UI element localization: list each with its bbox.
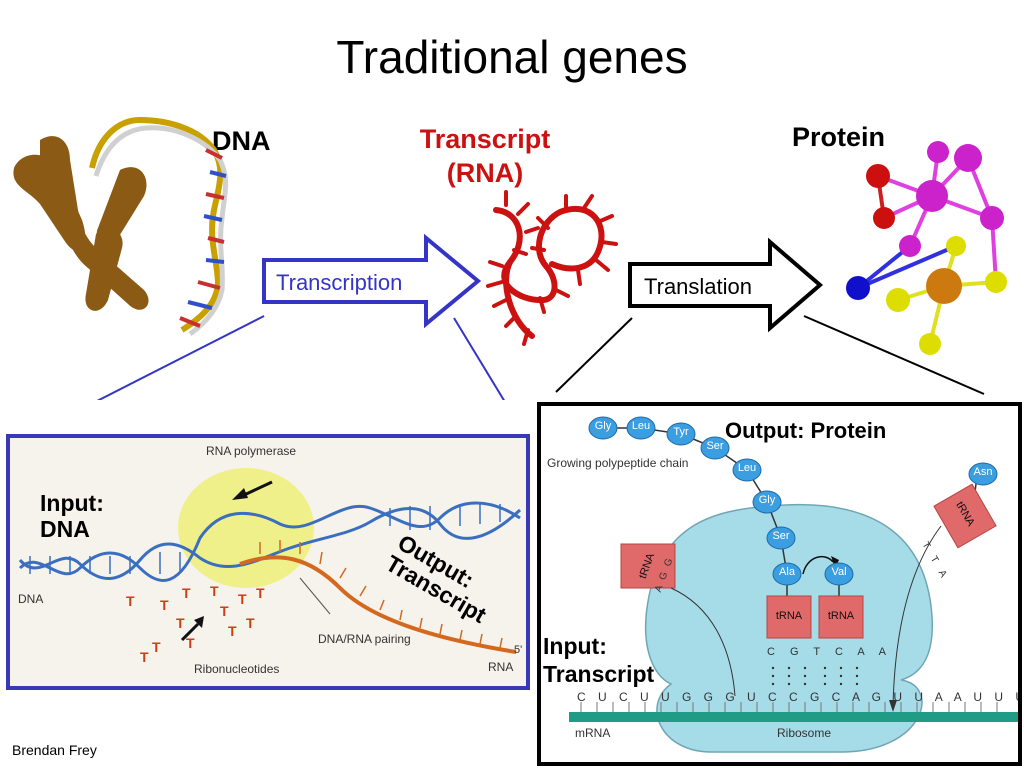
protein-molecule-icon: [846, 141, 1007, 355]
rna-small-label: RNA: [488, 660, 514, 674]
svg-text:T: T: [186, 635, 195, 651]
amino-acid-label: Leu: [631, 420, 651, 432]
translation-arrow: [628, 237, 824, 333]
author-footer: Brendan Frey: [12, 742, 97, 758]
page-title: Traditional genes: [336, 31, 688, 83]
trna-enter-arrow: [892, 525, 942, 707]
mrna-bar: [569, 712, 1018, 722]
svg-text:T: T: [246, 615, 255, 631]
svg-text:T: T: [210, 583, 219, 599]
svg-text:T: T: [228, 623, 237, 639]
mrna-ticks: [580, 702, 998, 712]
amino-acid-ser-1: [700, 436, 730, 460]
ribonucleotides-arrow: [180, 616, 204, 642]
svg-text:T: T: [140, 649, 149, 665]
transcript-label-line1: Transcript: [419, 124, 551, 154]
input-transcript-label: Input: Transcript: [543, 632, 654, 688]
rna-strand: [239, 555, 517, 654]
amino-acid-label: Ser: [706, 440, 724, 452]
rna-icon: [486, 190, 618, 346]
translation-label: Translation: [644, 274, 753, 299]
growing-chain-label: Growing polypeptide chain: [547, 456, 689, 470]
transcript-label: Transcript (RNA): [390, 122, 580, 190]
amino-acid-label: Gly: [594, 420, 612, 432]
ribonucleotides-label: Ribonucleotides: [194, 662, 280, 676]
output-protein-label: Output: Protein: [725, 418, 887, 443]
dna-label: DNA: [212, 126, 271, 156]
mrna-label: mRNA: [575, 726, 611, 740]
process-arrows: [96, 233, 985, 400]
dna-small-label: DNA: [18, 592, 44, 606]
top-illustrations: [13, 116, 1007, 355]
amino-acid-label: Leu: [737, 462, 757, 474]
dna-base-pairs: [29, 502, 501, 574]
svg-text:T: T: [256, 585, 265, 601]
peptide-bond-arrowhead: [831, 556, 839, 568]
amino-acid-tyr: [666, 422, 696, 446]
input-dna-label: Input: DNA: [40, 490, 104, 542]
input-dna-line2: DNA: [40, 516, 90, 542]
codon-pair-label: C G T C A A: [767, 646, 892, 658]
polymerase-direction-arrow: [232, 480, 273, 500]
ribosome-label: Ribosome: [777, 726, 832, 740]
dna-rna-pairing-label: DNA/RNA pairing: [318, 632, 411, 646]
input-transcript-line1: Input:: [543, 633, 607, 659]
transcription-arrow: [262, 233, 482, 329]
svg-text:T: T: [182, 585, 191, 601]
amino-acid-circles: [588, 416, 998, 586]
trna-label: tRNA: [827, 610, 855, 622]
amino-acid-gly-1: [588, 416, 618, 440]
dna-helix-icon: [89, 116, 229, 337]
trna-b-box: [818, 595, 864, 639]
svg-text:T: T: [152, 639, 161, 655]
amino-acid-label: Ala: [779, 566, 795, 578]
amino-acid-ser-2: [766, 526, 796, 550]
pairing-pointer: [299, 577, 331, 615]
amino-acid-label: Ser: [772, 530, 790, 542]
svg-text:T: T: [126, 593, 135, 609]
five-prime-label: 5': [514, 644, 523, 656]
input-dna-line1: Input:: [40, 490, 104, 516]
protein-label: Protein: [792, 122, 886, 152]
rna-bases: [259, 540, 503, 649]
trna-right-box: [933, 483, 997, 549]
amino-acid-leu-1: [626, 416, 656, 440]
amino-acid-asn: [968, 462, 998, 486]
amino-acid-gly-2: [752, 490, 782, 514]
peptide-bond-arrow: [802, 555, 834, 575]
codon-pairing-dots: [771, 666, 859, 686]
amino-acid-label: Asn: [973, 466, 993, 478]
amino-acid-ala: [772, 562, 802, 586]
amino-acid-label: Gly: [758, 494, 776, 506]
translation-detail-panel: Gly Leu Tyr Ser Leu Gly Ser Ala Val Asn …: [537, 402, 1022, 766]
trna-left-box: [620, 543, 676, 589]
svg-text:T: T: [160, 597, 169, 613]
svg-text:T: T: [176, 615, 185, 631]
chromosome-icon: [13, 136, 149, 311]
amino-acid-leu-2: [732, 458, 762, 482]
amino-acid-label: Val: [831, 566, 847, 578]
trna-exit-arrow: [670, 587, 736, 697]
trna-label: tRNA: [775, 610, 803, 622]
svg-text:T: T: [220, 603, 229, 619]
amino-acid-val: [824, 562, 854, 586]
amino-acid-label: Tyr: [673, 426, 689, 438]
transcript-label-line2: (RNA): [446, 158, 524, 188]
translation-illustration: [569, 416, 1018, 753]
rna-polymerase-label: RNA polymerase: [206, 444, 297, 458]
mrna-sequence-label: C U C U U G G G U C C G C A G U U A A U …: [577, 690, 1018, 704]
trna-enter-arrowhead: [889, 700, 897, 712]
input-transcript-line2: Transcript: [543, 661, 655, 687]
svg-text:T: T: [238, 591, 247, 607]
transcription-label: Transcription: [276, 270, 403, 295]
trna-a-box: [766, 595, 812, 639]
trna-boxes: [620, 483, 997, 639]
